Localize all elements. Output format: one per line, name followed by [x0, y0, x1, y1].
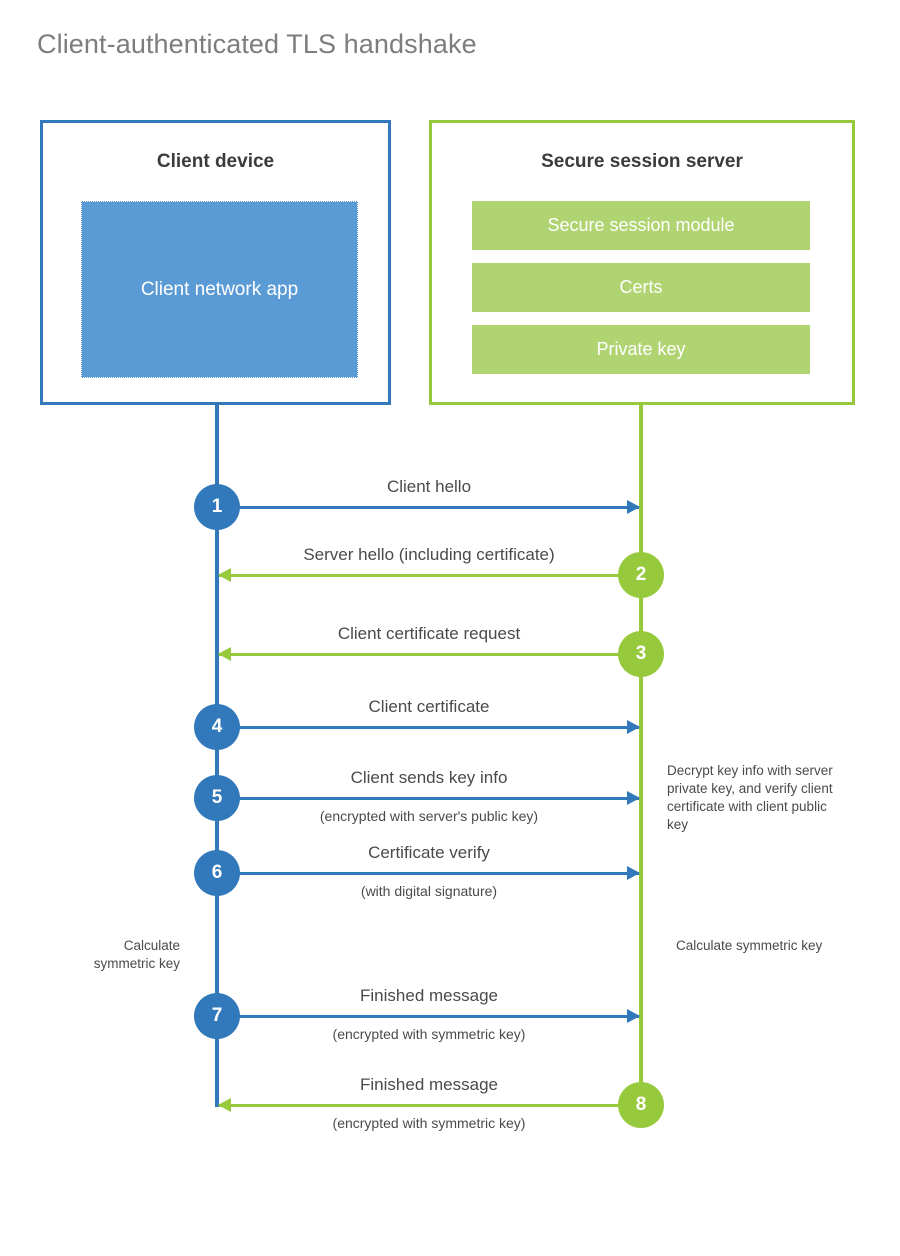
step-circle-1[interactable]: 1	[194, 484, 240, 530]
message-label-8: Finished message	[360, 1075, 498, 1094]
step-circle-3[interactable]: 3	[618, 631, 664, 677]
message-label-2: Server hello (including certificate)	[303, 545, 555, 564]
message-sublabel-7: (encrypted with symmetric key)	[332, 1026, 526, 1042]
server-component-private-key: Private key	[472, 325, 810, 374]
secure-session-server-box: Secure session server Secure session mod…	[429, 120, 855, 405]
message-arrow-line-4	[235, 726, 639, 729]
page-title: Client-authenticated TLS handshake	[37, 29, 477, 59]
server-lifeline	[639, 405, 643, 1107]
client-calculate-symmetric-key: Calculate symmetric key	[93, 938, 180, 971]
message-arrow-head-6	[627, 866, 640, 880]
message-sublabel-6: (with digital signature)	[360, 883, 498, 899]
step-circle-6[interactable]: 6	[194, 850, 240, 896]
message-arrow-head-3	[218, 647, 231, 661]
message-label-5: Client sends key info	[350, 768, 508, 787]
message-label-3: Client certificate request	[337, 624, 521, 643]
server-calculate-symmetric-key: Calculate symmetric key	[676, 938, 823, 953]
message-arrow-head-8	[218, 1098, 231, 1112]
step-circle-7[interactable]: 7	[194, 993, 240, 1039]
message-arrow-line-8	[219, 1104, 623, 1107]
message-label-6: Certificate verify	[368, 843, 490, 862]
message-arrow-head-7	[627, 1009, 640, 1023]
message-arrow-head-1	[627, 500, 640, 514]
message-sublabel-5: (encrypted with server's public key)	[319, 808, 539, 824]
message-arrow-line-2	[219, 574, 623, 577]
message-arrow-line-6	[235, 872, 639, 875]
message-label-4: Client certificate	[368, 697, 490, 716]
message-arrow-line-3	[219, 653, 623, 656]
step-circle-5[interactable]: 5	[194, 775, 240, 821]
message-label-1: Client hello	[386, 477, 472, 496]
client-lifeline	[215, 405, 219, 1107]
message-label-7: Finished message	[360, 986, 498, 1005]
message-arrow-head-2	[218, 568, 231, 582]
message-arrow-head-4	[627, 720, 640, 734]
client-device-box: Client device Client network app	[40, 120, 391, 405]
secure-session-server-title: Secure session server	[541, 151, 743, 172]
message-arrow-line-7	[235, 1015, 639, 1018]
client-network-app-block: Client network app	[81, 201, 358, 378]
step-circle-4[interactable]: 4	[194, 704, 240, 750]
server-decrypt-note: Decrypt key info with server private key…	[667, 763, 833, 832]
message-arrow-line-5	[235, 797, 639, 800]
server-component-certs: Certs	[472, 263, 810, 312]
step-circle-2[interactable]: 2	[618, 552, 664, 598]
step-circle-8[interactable]: 8	[618, 1082, 664, 1128]
message-arrow-line-1	[235, 506, 639, 509]
message-arrow-head-5	[627, 791, 640, 805]
server-component-secure-session-module: Secure session module	[472, 201, 810, 250]
message-sublabel-8: (encrypted with symmetric key)	[332, 1115, 526, 1131]
client-device-title: Client device	[156, 151, 275, 172]
